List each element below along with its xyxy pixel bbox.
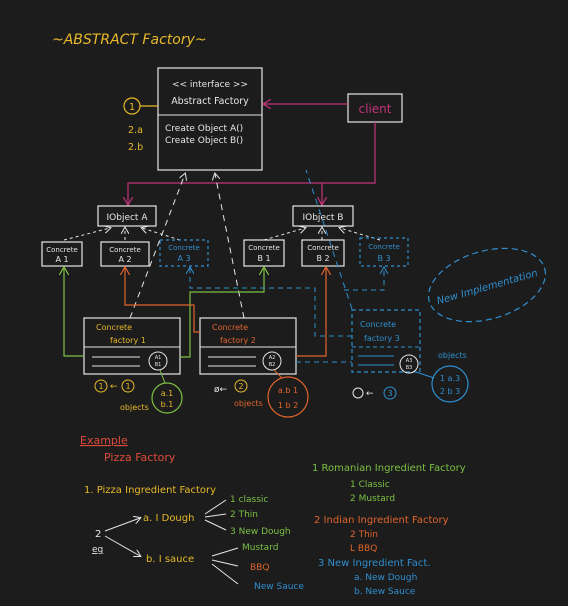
svg-text:Concrete: Concrete (46, 246, 78, 254)
example-num-2: 2 (95, 529, 101, 540)
svg-text:B1: B1 (155, 362, 162, 368)
svg-text:Concrete: Concrete (96, 323, 132, 332)
svg-text:A 3: A 3 (177, 254, 190, 263)
svg-text:Concrete: Concrete (212, 323, 248, 332)
factory-2-objects-label: objects (234, 399, 263, 408)
ingredient-factory-1-item-1: 1 Classic (350, 480, 390, 490)
method-number-b: 2.b (128, 142, 143, 153)
factory-1-object-b: b.1 (161, 400, 174, 409)
svg-text:A3: A3 (406, 358, 413, 364)
svg-text:A1: A1 (155, 355, 162, 361)
concrete-b1: Concrete B 1 (243, 239, 285, 267)
sauce-option-1: Mustard (242, 543, 278, 553)
svg-text:Concrete: Concrete (368, 243, 400, 251)
ingredient-factory-3-item-2: b. New Sauce (354, 587, 416, 597)
factory-2-object-a: a.b 1 (278, 386, 298, 395)
example-subtitle: Pizza Factory (104, 451, 176, 464)
svg-text:A 1: A 1 (55, 255, 68, 264)
interface-method-a: Create Object A() (165, 124, 243, 134)
ingredient-factory-3-item-1: a. New Dough (354, 573, 417, 583)
interface-method-b: Create Object B() (165, 136, 243, 146)
factory-1-objects-label: objects (120, 403, 149, 412)
diagram-title: ~ABSTRACT Factory~ (52, 32, 207, 48)
factory-2-number: 2 (238, 382, 243, 391)
svg-text:A2: A2 (269, 355, 276, 361)
concrete-a1: Concrete A 1 (41, 241, 83, 267)
svg-text:A 2: A 2 (118, 255, 131, 264)
method-number-a: 2.a (128, 125, 143, 136)
svg-text:factory 1: factory 1 (110, 336, 146, 345)
factory-2-object-b: 1 b 2 (278, 401, 298, 410)
iobject-b-label: IObject B (302, 213, 343, 223)
example-sauce: b. I sauce (146, 554, 194, 565)
concrete-factory-2: Concrete factory 2 A2 B2 (199, 317, 297, 375)
factory-3-object-b: 2 b 3 (440, 387, 460, 396)
concrete-b3: Concrete B 3 (359, 237, 409, 267)
new-implementation-label: New Implementation (436, 268, 539, 307)
svg-text:←: ← (366, 389, 374, 399)
abstract-factory-interface: << interface >> Abstract Factory Create … (157, 67, 263, 171)
interface-name: Abstract Factory (171, 96, 249, 107)
svg-text:B 1: B 1 (257, 254, 270, 263)
svg-text:B3: B3 (406, 365, 413, 371)
factory-1-number: 1 (98, 382, 103, 391)
factory-1-object-a: a.1 (161, 389, 174, 398)
client-label: client (359, 102, 392, 116)
concrete-a3: Concrete A 3 (159, 239, 209, 267)
concrete-b2: Concrete B 2 (301, 239, 345, 267)
sauce-option-2: BBQ (250, 563, 269, 573)
svg-text:B 2: B 2 (316, 254, 329, 263)
factory-3-number: 3 (387, 389, 392, 398)
svg-text:Concrete: Concrete (168, 244, 200, 252)
svg-text:Concrete: Concrete (307, 244, 339, 252)
svg-text:Concrete: Concrete (248, 244, 280, 252)
svg-text:Concrete: Concrete (360, 320, 396, 329)
svg-text:B2: B2 (269, 362, 276, 368)
example-interface: 1. Pizza Ingredient Factory (84, 485, 216, 496)
new-implementation-ellipse (427, 247, 547, 323)
svg-text:factory 3: factory 3 (364, 334, 400, 343)
sauce-option-3: New Sauce (254, 582, 304, 592)
svg-text:ø←: ø← (214, 385, 228, 395)
factory-3-object-a: 1 a.3 (440, 374, 460, 383)
svg-text:←: ← (110, 382, 118, 392)
factory-1-badge: 1 (125, 382, 130, 391)
concrete-factory-3: Concrete factory 3 A3 B3 (351, 309, 421, 374)
svg-text:B 3: B 3 (377, 254, 390, 263)
dough-option-1: 1 classic (230, 495, 268, 505)
ingredient-factory-2-item-2: L BBQ (350, 544, 377, 554)
interface-badge: 1 (129, 102, 135, 113)
dough-option-2: 2 Thin (230, 510, 258, 520)
ingredient-factory-1-item-2: 2 Mustard (350, 494, 395, 504)
factory-3-objects-label: objects (438, 351, 467, 360)
example-heading: Example (80, 434, 128, 447)
ingredient-factory-3-title: 3 New Ingredient Fact. (318, 558, 431, 569)
iobject-a-label: IObject A (107, 213, 149, 223)
concrete-factory-1: Concrete factory 1 A1 B1 (83, 317, 181, 375)
ingredient-factory-1-title: 1 Romanian Ingredient Factory (312, 463, 466, 474)
ingredient-factory-2-item-1: 2 Thin (350, 530, 378, 540)
example-dough: a. I Dough (143, 513, 194, 524)
svg-text:factory 2: factory 2 (220, 336, 256, 345)
dough-option-3: 3 New Dough (230, 527, 291, 537)
example-eg: eg (92, 545, 103, 555)
concrete-a2: Concrete A 2 (100, 241, 150, 267)
interface-stereotype: << interface >> (172, 80, 248, 90)
svg-text:Concrete: Concrete (109, 246, 141, 254)
ingredient-factory-2-title: 2 Indian Ingredient Factory (314, 515, 449, 526)
